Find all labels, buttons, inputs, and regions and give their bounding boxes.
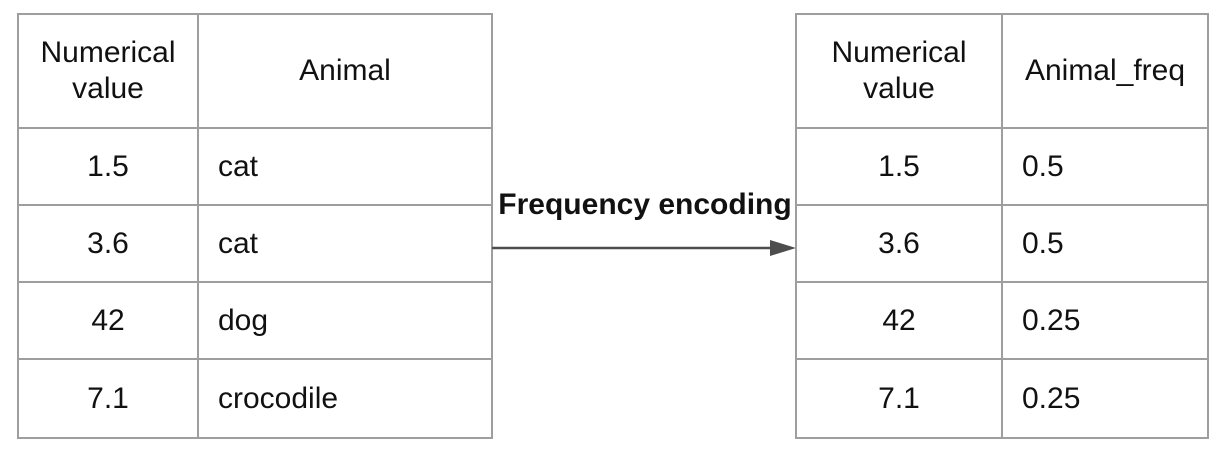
output-table-cell-r0-freq: 0.5 — [1003, 129, 1207, 206]
input-table-cell-r1-animal: cat — [199, 206, 491, 283]
input-table: Numerical value Animal 1.5 cat 3.6 cat 4… — [17, 13, 493, 439]
output-table-cell-r1-freq: 0.5 — [1003, 206, 1207, 283]
input-table-cell-r1-value: 3.6 — [19, 206, 199, 283]
output-table: Numerical value Animal_freq 1.5 0.5 3.6 … — [795, 13, 1209, 439]
input-table-cell-r2-animal: dog — [199, 283, 491, 360]
input-table-cell-r3-value: 7.1 — [19, 360, 199, 437]
output-table-cell-r3-value: 7.1 — [797, 360, 1003, 437]
output-table-header-animal-freq: Animal_freq — [1003, 15, 1207, 129]
transform-flow: Frequency encoding — [492, 0, 798, 462]
input-table-cell-r0-animal: cat — [199, 129, 491, 206]
transform-label: Frequency encoding — [498, 188, 792, 221]
output-table-header-numerical-value: Numerical value — [797, 15, 1003, 129]
output-table-cell-r3-freq: 0.25 — [1022, 381, 1081, 415]
output-table-cell-r1-value: 3.6 — [797, 206, 1003, 283]
output-table-cell-r2-value: 42 — [797, 283, 1003, 360]
output-table-cell-r2-freq: 0.25 — [1003, 283, 1207, 360]
output-table-cell-r0-value: 1.5 — [797, 129, 1003, 206]
input-table-cell-r2-value: 42 — [19, 283, 199, 360]
input-table-header-numerical-value: Numerical value — [19, 15, 199, 129]
input-table-cell-r0-value: 1.5 — [19, 129, 199, 206]
right-arrow-icon — [492, 240, 796, 256]
input-table-header-animal: Animal — [199, 15, 491, 129]
input-table-cell-r3-animal: crocodile — [218, 381, 339, 415]
